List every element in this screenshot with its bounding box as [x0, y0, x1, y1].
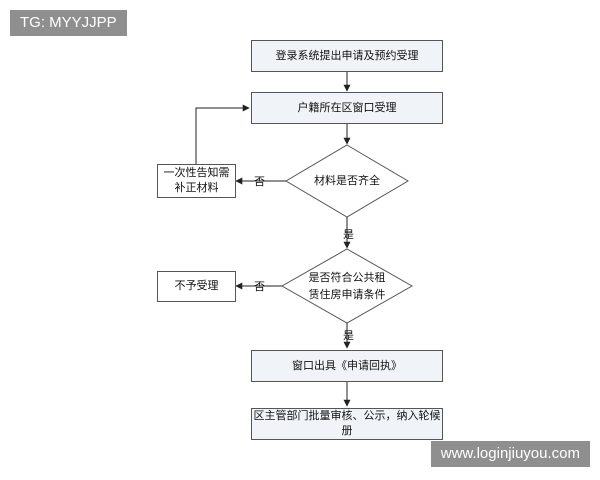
decision-eligibility-line2: 赁住房申请条件 — [308, 288, 386, 301]
edge-label-materials-no: 否 — [254, 175, 265, 188]
step-reject-label: 不予受理 — [174, 279, 219, 293]
step-issue-receipt-label: 窗口出具《申请回执》 — [292, 358, 402, 372]
step-batch-review-label: 区主管部门批量审核、公示，纳入轮候册 — [253, 409, 441, 437]
edge-label-eligibility-yes: 是 — [343, 329, 354, 342]
decision-eligibility-label: 是否符合公共租 赁住房申请条件 — [297, 268, 397, 304]
watermark-bottom-right: www.loginjiuyou.com — [430, 441, 590, 467]
watermark-top-left: TG: MYYJJPP — [10, 10, 127, 36]
step-supplement-materials: 一次性告知需补正材料 — [157, 164, 236, 198]
step-submit-application: 登录系统提出申请及预约受理 — [251, 40, 443, 72]
arrow-supplement-loop — [195, 104, 250, 164]
step-submit-application-label: 登录系统提出申请及预约受理 — [275, 48, 419, 62]
edge-label-materials-yes: 是 — [343, 228, 354, 241]
step-issue-receipt: 窗口出具《申请回执》 — [251, 350, 443, 382]
step-reject: 不予受理 — [157, 271, 236, 302]
edge-label-eligibility-no: 否 — [254, 280, 265, 293]
decision-materials-label: 材料是否齐全 — [314, 174, 380, 188]
decision-eligibility-line1: 是否符合公共租 — [308, 270, 386, 284]
step-batch-review: 区主管部门批量审核、公示，纳入轮候册 — [251, 408, 443, 440]
step-supplement-materials-label: 一次性告知需补正材料 — [163, 166, 230, 194]
step-window-accept-label: 户籍所在区窗口受理 — [297, 100, 397, 114]
step-window-accept: 户籍所在区窗口受理 — [251, 92, 443, 124]
